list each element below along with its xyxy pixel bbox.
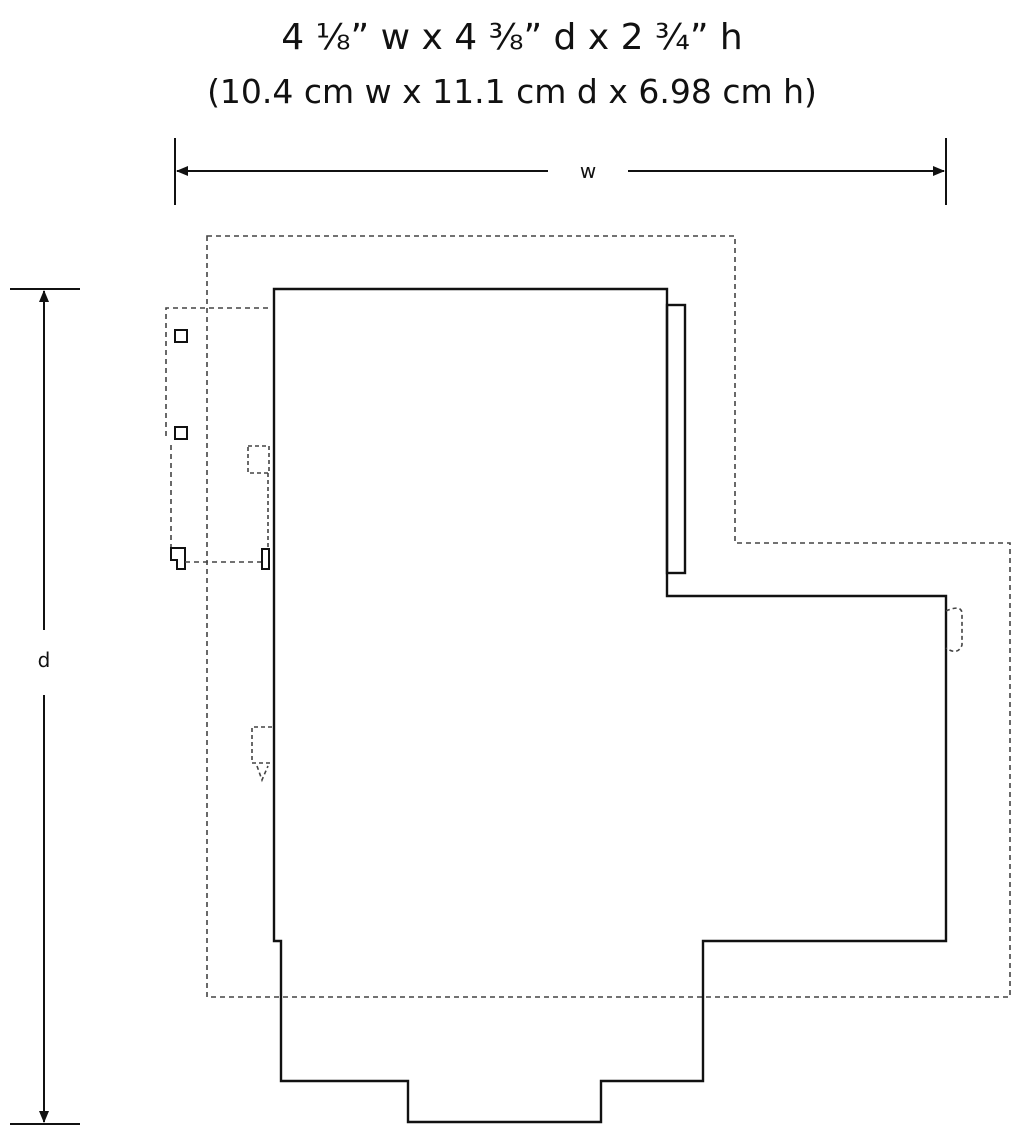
width-label: w: [580, 159, 596, 183]
clearance-outline: [206, 235, 1011, 998]
connector-outline: [251, 726, 272, 783]
left-mount-bracket: [165, 307, 272, 783]
depth-label: d: [38, 648, 51, 672]
mount-hole-icon: [174, 426, 188, 440]
mount-tab-icon: [170, 547, 186, 570]
depth-dimension: d: [10, 288, 80, 1125]
device-footprint: [272, 287, 948, 1124]
right-connector-outline: [945, 607, 963, 653]
mount-hole-icon: [174, 329, 188, 343]
mount-slot-icon: [261, 548, 270, 570]
width-dimension: w: [174, 138, 947, 205]
connector-outline: [247, 445, 270, 474]
dimensions-metric: (10.4 cm w x 11.1 cm d x 6.98 cm h): [207, 72, 817, 111]
dimensions-imperial: 4 ⅛” w x 4 ⅜” d x 2 ¾” h: [281, 17, 743, 58]
side-panel: [665, 303, 687, 575]
